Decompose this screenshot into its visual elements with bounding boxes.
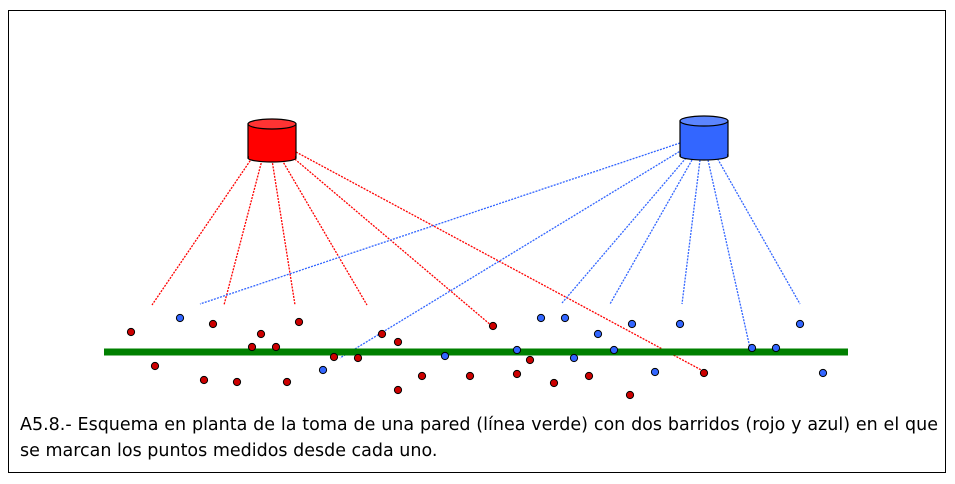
blue-point: [609, 345, 619, 355]
red-scan-ray: [223, 159, 263, 306]
red-point: [525, 355, 535, 365]
red-point: [271, 342, 281, 352]
blue-scan-ray: [715, 155, 801, 305]
blue-point: [627, 319, 637, 329]
blue-point: [650, 367, 660, 377]
blue-point: [569, 353, 579, 363]
red-point: [247, 342, 257, 352]
red-point: [329, 352, 339, 362]
blue-scan-ray: [707, 159, 751, 349]
red-point: [699, 368, 709, 378]
red-point: [353, 353, 363, 363]
red-point: [232, 377, 242, 387]
red-point: [512, 369, 522, 379]
red-scan-ray: [271, 159, 296, 306]
red-point: [584, 371, 594, 381]
blue-scan-ray: [561, 157, 687, 304]
blue-scan-ray: [339, 149, 683, 359]
red-point: [465, 371, 475, 381]
red-scan-ray: [295, 151, 706, 373]
red-point: [126, 327, 136, 337]
red-point: [208, 319, 218, 329]
red-point: [625, 390, 635, 400]
blue-scanner-icon: [679, 115, 729, 161]
figure-frame: [8, 10, 946, 473]
blue-point: [795, 319, 805, 329]
red-scan-ray: [151, 157, 253, 306]
red-point: [282, 377, 292, 387]
blue-point: [318, 365, 328, 375]
blue-scan-ray: [199, 142, 681, 305]
blue-point: [560, 313, 570, 323]
red-point: [199, 375, 209, 385]
red-point: [417, 371, 427, 381]
red-point: [294, 317, 304, 327]
scan-rays: [151, 142, 801, 373]
blue-point: [593, 329, 603, 339]
red-point: [393, 337, 403, 347]
red-point: [549, 378, 559, 388]
blue-point: [536, 313, 546, 323]
red-point: [488, 321, 498, 331]
red-point: [377, 329, 387, 339]
blue-point: [440, 351, 450, 361]
red-point: [393, 385, 403, 395]
red-scan-ray: [281, 159, 368, 306]
blue-point: [771, 343, 781, 353]
blue-point: [512, 345, 522, 355]
blue-point: [675, 319, 685, 329]
figure-caption: A5.8.- Esquema en planta de la toma de u…: [20, 415, 938, 461]
blue-scan-ray: [681, 159, 701, 305]
measured-points: [126, 313, 828, 400]
red-point: [256, 329, 266, 339]
blue-scan-ray: [609, 159, 693, 305]
blue-point: [747, 343, 757, 353]
red-scanner-icon: [247, 118, 297, 163]
blue-point: [175, 313, 185, 323]
blue-point: [818, 368, 828, 378]
red-point: [150, 361, 160, 371]
